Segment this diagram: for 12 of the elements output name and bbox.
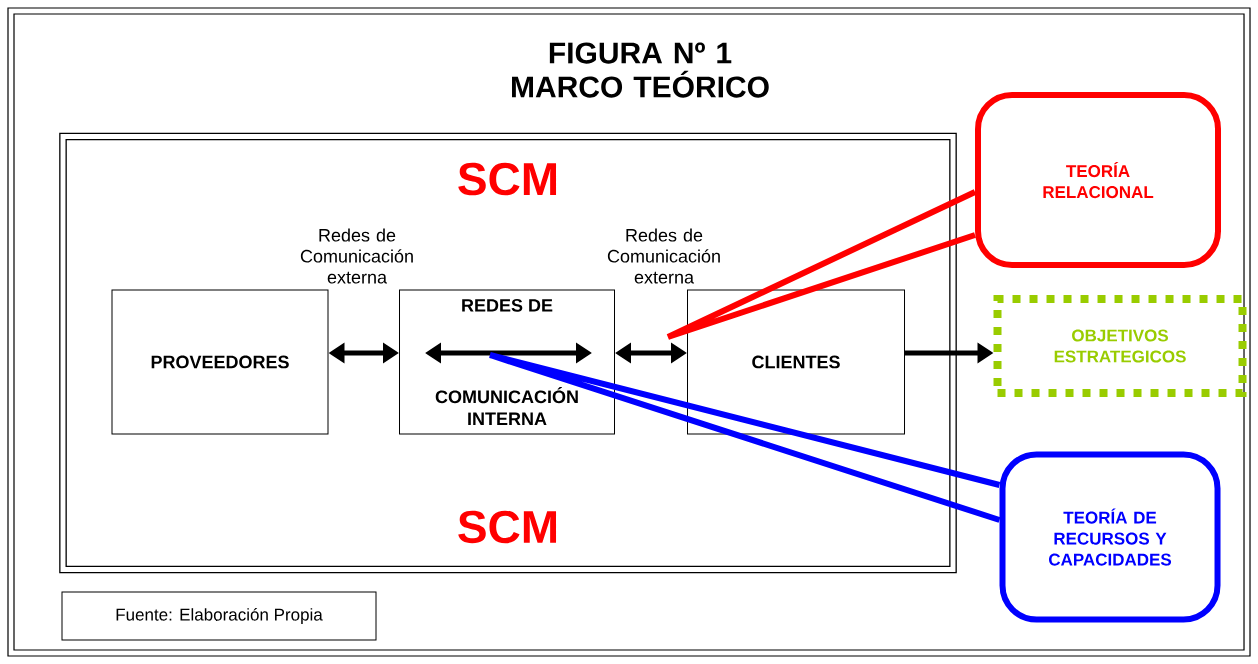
edge-label: Redes de Comunicación externa — [607, 228, 720, 284]
callout-box: TEORÍA RELACIONAL — [975, 92, 1221, 268]
process-box: PROVEEDORES — [111, 289, 329, 435]
edge-label: Redes de Comunicación externa — [300, 228, 413, 284]
title: FIGURA Nº 1 MARCO TEÓRICO — [512, 42, 769, 98]
process-box: CLIENTES — [687, 289, 905, 435]
source-box: Fuente: Elaboración Propia — [61, 591, 377, 641]
goal-box: OBJETIVOS ESTRATEGICOS — [993, 295, 1247, 397]
callout-tail — [487, 352, 1001, 523]
process-box: REDES DE COMUNICACIÓN INTERNA — [399, 289, 615, 435]
callout-box: TEORÍA DE RECURSOS Y CAPACIDADES — [999, 451, 1221, 623]
callout-tail — [665, 189, 977, 340]
